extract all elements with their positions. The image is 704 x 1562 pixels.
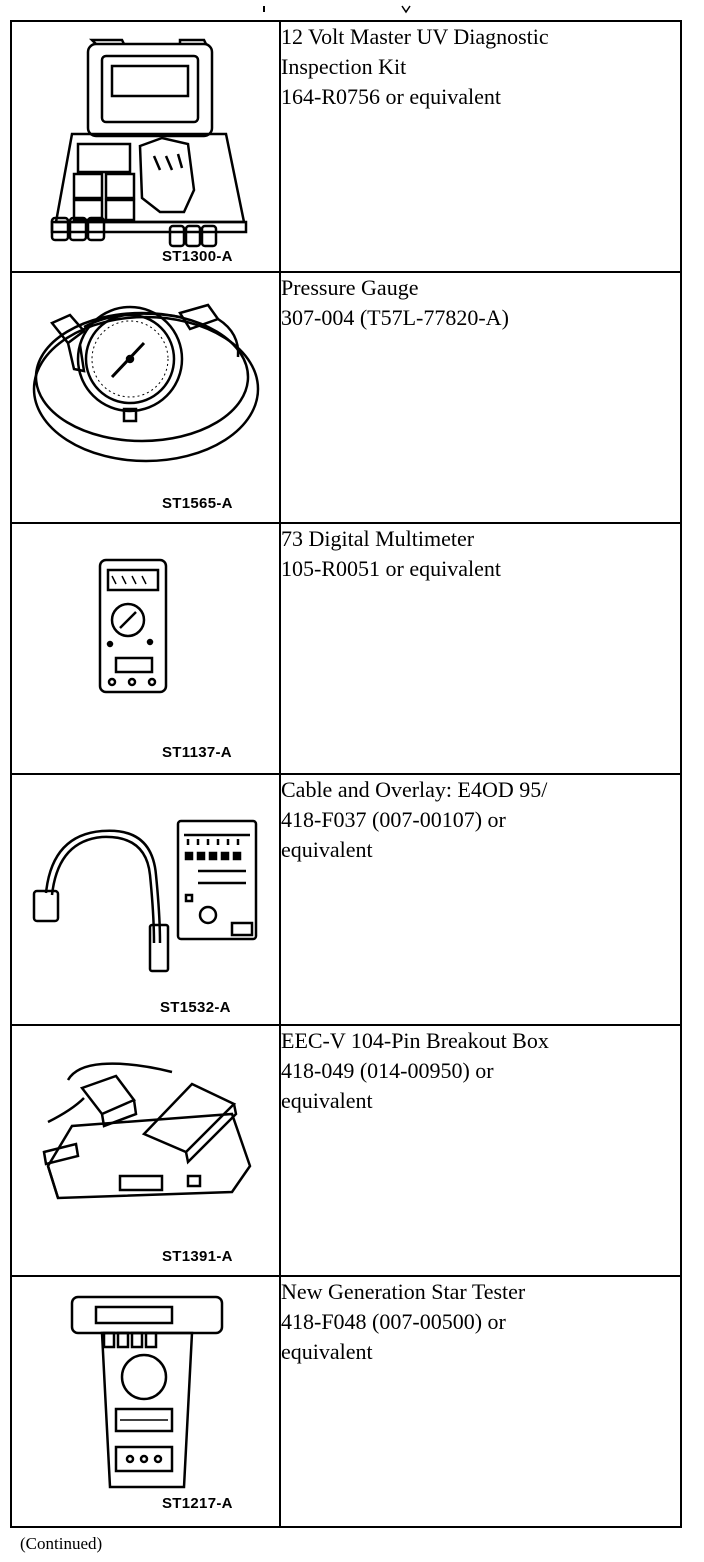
tool-part-number: 307-004 (T57L-77820-A) [281,305,509,330]
tool-part-number: 105-R0051 or equivalent [281,556,501,581]
tool-description: EEC-V 104-Pin Breakout Box 418-049 (014-… [279,1024,682,1277]
tool-part-number: 418-049 (014-00950) or [281,1058,494,1083]
top-edge-marks [0,0,704,20]
tool-description: Pressure Gauge 307-004 (T57L-77820-A) [279,271,682,524]
figure-code: ST1532-A [160,999,231,1016]
tool-part-number: 418-F037 (007-00107) or [281,807,506,832]
tool-name-line: equivalent [281,1339,373,1364]
figure-code: ST1300-A [162,248,233,265]
tool-row: ST1391-A EEC-V 104-Pin Breakout Box 418-… [10,1024,682,1277]
figure-code: ST1137-A [162,744,232,761]
uv-diagnostic-kit-illustration [12,22,279,271]
tool-description: Cable and Overlay: E4OD 95/ 418-F037 (00… [279,773,682,1026]
special-tools-table: ST1300-A 12 Volt Master UV Diagnostic In… [10,20,682,1528]
continued-note: (Continued) [20,1534,103,1553]
tool-illustration-cell: ST1300-A [10,20,281,273]
star-tester-illustration [12,1277,279,1526]
tool-part-number: 164-R0756 or equivalent [281,84,501,109]
tool-illustration-cell: ST1565-A [10,271,281,524]
tool-part-number: 418-F048 (007-00500) or [281,1309,506,1334]
tool-name-line: Inspection Kit [281,54,407,79]
tool-description: 12 Volt Master UV Diagnostic Inspection … [279,20,682,273]
cable-and-overlay-illustration [12,775,279,1024]
tool-row: ST1532-A Cable and Overlay: E4OD 95/ 418… [10,773,682,1026]
figure-code: ST1565-A [162,495,233,512]
tool-illustration-cell: ST1532-A [10,773,281,1026]
tool-name-line: Pressure Gauge [281,275,419,300]
tool-row: ST1565-A Pressure Gauge 307-004 (T57L-77… [10,271,682,524]
tool-name-line: 12 Volt Master UV Diagnostic [281,24,549,49]
tool-row: ST1300-A 12 Volt Master UV Diagnostic In… [10,20,682,273]
figure-code: ST1391-A [162,1248,233,1265]
tool-description: 73 Digital Multimeter 105-R0051 or equiv… [279,522,682,775]
tool-name-line: 73 Digital Multimeter [281,526,475,551]
tool-name-line: EEC-V 104-Pin Breakout Box [281,1028,549,1053]
tool-row: ST1137-A 73 Digital Multimeter 105-R0051… [10,522,682,775]
tool-name-line: New Generation Star Tester [281,1279,526,1304]
tool-row: ST1217-A New Generation Star Tester 418-… [10,1275,682,1528]
pressure-gauge-illustration [12,273,279,522]
tool-name-line: equivalent [281,1088,373,1113]
tool-illustration-cell: ST1391-A [10,1024,281,1277]
tool-name-line: equivalent [281,837,373,862]
breakout-box-illustration [12,1026,279,1275]
figure-code: ST1217-A [162,1495,233,1512]
tool-name-line: Cable and Overlay: E4OD 95/ [281,777,548,802]
tool-description: New Generation Star Tester 418-F048 (007… [279,1275,682,1528]
tool-illustration-cell: ST1137-A [10,522,281,775]
tool-illustration-cell: ST1217-A [10,1275,281,1528]
digital-multimeter-illustration [12,524,279,773]
